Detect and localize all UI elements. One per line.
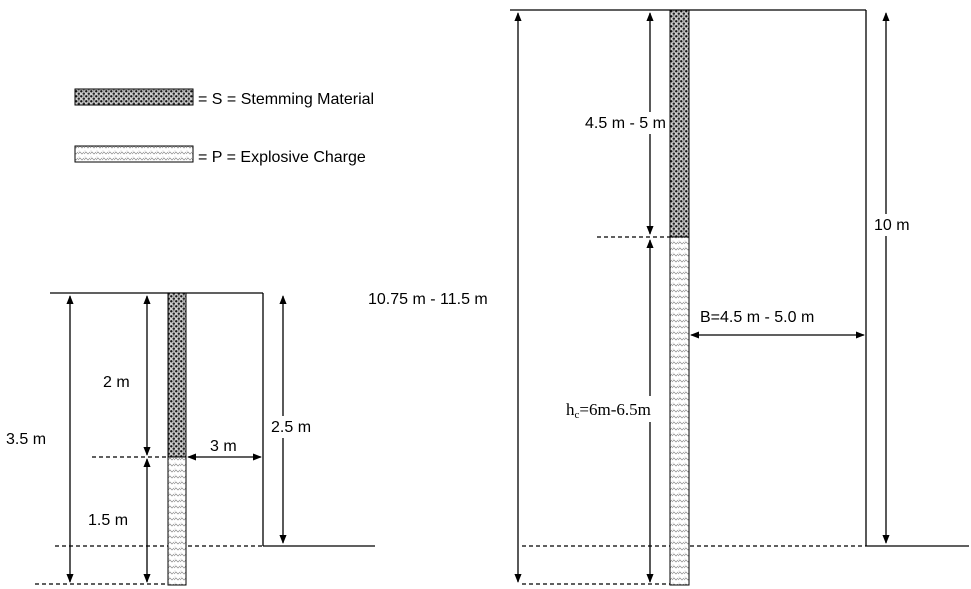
small-burden-label: 3 m — [210, 438, 237, 455]
small-stemming-column — [167, 292, 187, 458]
small-stemming-label: 2 m — [103, 374, 130, 391]
small-charge-label: 1.5 m — [88, 512, 128, 529]
large-bench-height-label: 10 m — [874, 217, 910, 234]
legend-explosive-swatch — [74, 145, 194, 163]
large-hole-diagram: 10.75 m - 11.5 m 4.5 m - 5 m hc=6m-6.5m … — [366, 9, 969, 586]
large-charge-column — [669, 236, 690, 586]
large-stemming-column — [669, 9, 690, 238]
small-charge-column — [167, 456, 187, 586]
legend-stemming-swatch — [74, 88, 194, 106]
large-charge-label: hc=6m-6.5m — [566, 400, 651, 421]
small-hole-diagram: 3.5 m 2 m 1.5 m 3 m 2.5 m — [2, 292, 375, 586]
large-total-depth-label: 10.75 m - 11.5 m — [368, 291, 488, 308]
legend: = S = Stemming Material = P = Explosive … — [74, 88, 374, 166]
small-bench-height-label: 2.5 m — [271, 419, 311, 436]
small-total-depth-label: 3.5 m — [6, 431, 46, 448]
large-stemming-label: 4.5 m - 5 m — [585, 115, 666, 132]
legend-stemming-label: = S = Stemming Material — [198, 91, 374, 108]
large-burden-label: B=4.5 m - 5.0 m — [700, 309, 814, 326]
legend-explosive-label: = P = Explosive Charge — [198, 149, 366, 166]
